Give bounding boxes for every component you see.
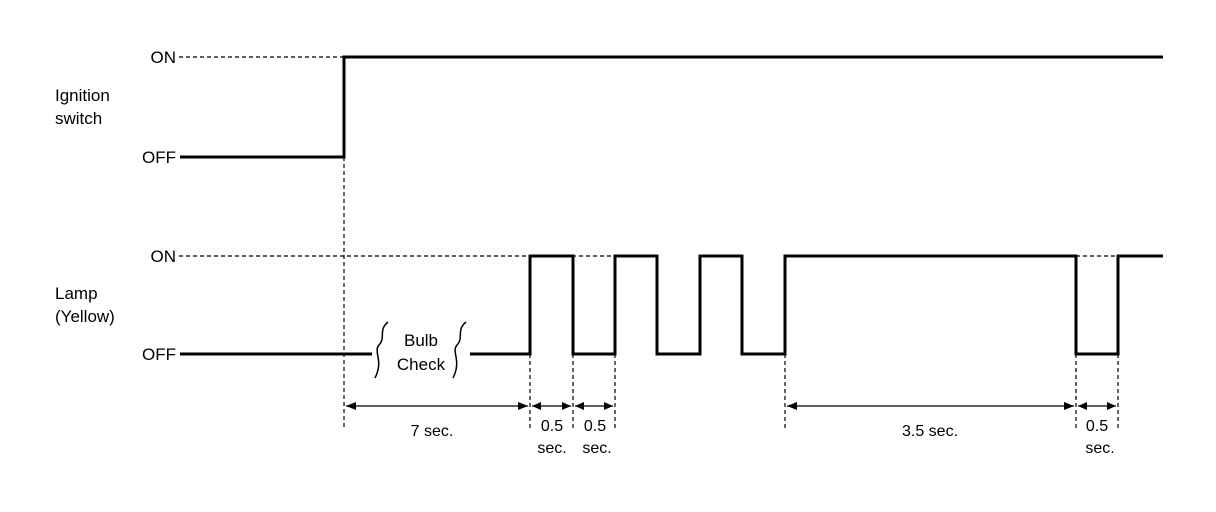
bulb-check-label-line2: Check: [397, 355, 446, 374]
arrowhead: [1107, 402, 1116, 410]
duration-unit: sec.: [537, 440, 566, 457]
duration-label: 0.5: [1086, 418, 1108, 435]
duration-label: 7 sec.: [411, 423, 454, 440]
time-guide-lines: [343, 157, 1119, 430]
lamp-waveform: [470, 254, 1163, 356]
bulb-check-left-brace: [374, 321, 389, 379]
duration-label: 3.5 sec.: [902, 423, 958, 440]
ignition-off-level-label: OFF: [142, 148, 176, 167]
duration-unit: sec.: [582, 440, 611, 457]
bulb-check-right-brace: [452, 321, 467, 379]
arrowhead: [604, 402, 613, 410]
duration-label: 0.5: [541, 418, 563, 435]
duration-0-5-sec-a: 0.5 sec.: [532, 402, 571, 457]
lamp-label-line1: Lamp: [55, 284, 98, 303]
bulb-check-label-line1: Bulb: [404, 331, 438, 350]
arrowhead: [787, 402, 797, 410]
duration-7-sec: 7 sec.: [346, 402, 528, 440]
ignition-switch-signal: Ignition switch ON OFF: [55, 48, 1163, 167]
ignition-label-line1: Ignition: [55, 86, 110, 105]
lamp-signal: Lamp (Yellow) ON OFF Bulb Check: [55, 247, 1163, 379]
arrowhead: [518, 402, 528, 410]
arrowhead: [575, 402, 584, 410]
duration-label: 0.5: [584, 418, 606, 435]
ignition-waveform: [180, 55, 1163, 159]
arrowhead: [532, 402, 541, 410]
duration-unit: sec.: [1085, 440, 1114, 457]
duration-dimensions: 7 sec. 0.5 sec. 0.5 sec. 3.5 sec. 0.5: [346, 402, 1116, 457]
ignition-label-line2: switch: [55, 109, 102, 128]
lamp-label-line2: (Yellow): [55, 307, 115, 326]
lamp-off-level-label: OFF: [142, 345, 176, 364]
arrowhead: [346, 402, 356, 410]
ignition-on-level-label: ON: [151, 48, 177, 67]
arrowhead: [1078, 402, 1087, 410]
duration-0-5-sec-b: 0.5 sec.: [575, 402, 613, 457]
duration-0-5-sec-c: 0.5 sec.: [1078, 402, 1116, 457]
duration-3-5-sec: 3.5 sec.: [787, 402, 1074, 440]
lamp-on-level-label: ON: [151, 247, 177, 266]
arrowhead: [1064, 402, 1074, 410]
arrowhead: [562, 402, 571, 410]
